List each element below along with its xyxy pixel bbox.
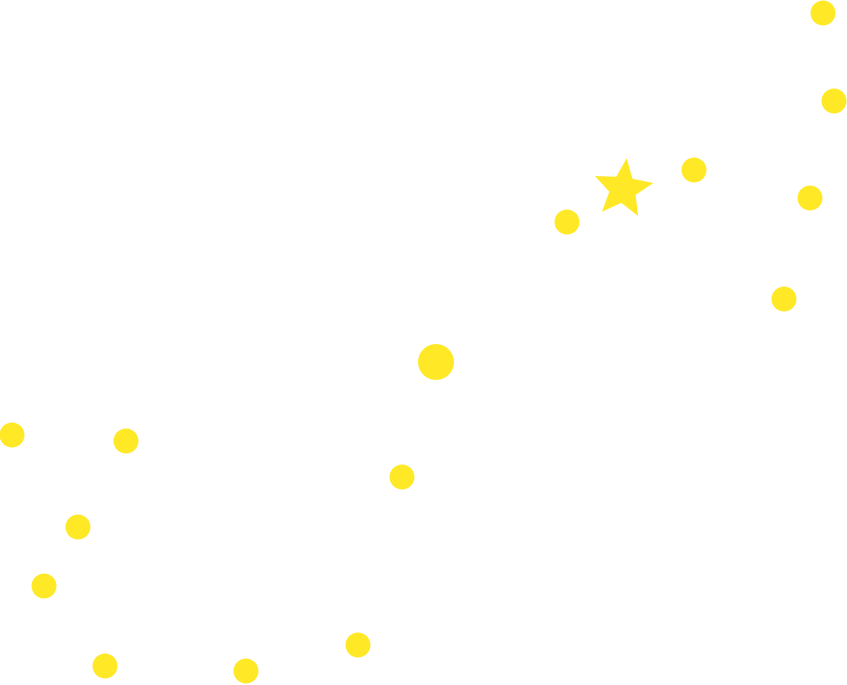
dot — [389, 464, 415, 490]
dot — [554, 209, 580, 235]
dot — [681, 157, 707, 183]
dot — [113, 428, 139, 454]
dot — [345, 632, 371, 658]
dot — [821, 88, 847, 114]
dot — [65, 514, 91, 540]
dot — [92, 653, 118, 679]
dot — [810, 0, 836, 26]
dot — [0, 422, 25, 448]
star-icon — [594, 158, 654, 217]
large-dot — [418, 344, 454, 380]
dot — [771, 286, 797, 312]
dot — [31, 573, 57, 599]
dot — [233, 658, 259, 684]
dot — [797, 185, 823, 211]
